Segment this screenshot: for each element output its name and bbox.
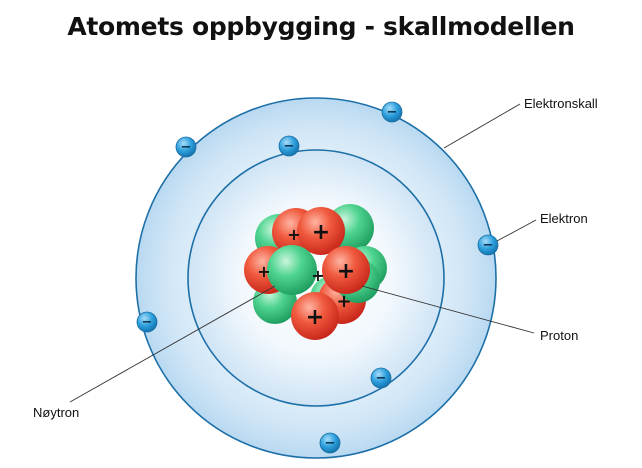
proton-plus-sign: +: [257, 262, 270, 281]
neutron: [267, 245, 317, 295]
svg-text:−: −: [284, 139, 295, 154]
svg-text:−: −: [376, 371, 387, 386]
electron: −: [278, 135, 300, 157]
proton: [291, 292, 339, 340]
proton-plus-sign: +: [336, 291, 351, 312]
proton-plus-sign: +: [311, 266, 324, 285]
inner-shell: [187, 149, 445, 407]
svg-text:−: −: [142, 315, 153, 330]
electron: −: [175, 136, 197, 158]
electron: −: [381, 101, 403, 123]
svg-text:−: −: [181, 140, 192, 155]
proton: [322, 246, 370, 294]
label-noytron: Nøytron: [33, 405, 79, 420]
proton-plus-sign: +: [312, 220, 330, 245]
proton-leader-line: [361, 285, 535, 334]
proton: [297, 207, 345, 255]
svg-text:−: −: [325, 436, 336, 451]
electron: −: [319, 432, 341, 454]
diagram-title: Atomets oppbygging - skallmodellen: [67, 12, 575, 41]
proton-plus-sign: +: [337, 259, 355, 284]
svg-text:−: −: [483, 238, 494, 253]
proton-plus-sign: +: [306, 305, 324, 330]
shell-leader-line: [443, 103, 521, 149]
nucleus: + + + + + + +: [244, 204, 387, 340]
electron: −: [477, 234, 499, 256]
electron-leader-line: [496, 219, 537, 242]
proton-plus-sign: +: [287, 225, 300, 244]
electron: −: [136, 311, 158, 333]
neutron-leader-line: [69, 285, 276, 403]
label-proton: Proton: [540, 328, 578, 343]
label-elektron: Elektron: [540, 211, 588, 226]
label-elektronskall: Elektronskall: [524, 96, 598, 111]
electron: −: [370, 367, 392, 389]
svg-text:−: −: [387, 105, 398, 120]
